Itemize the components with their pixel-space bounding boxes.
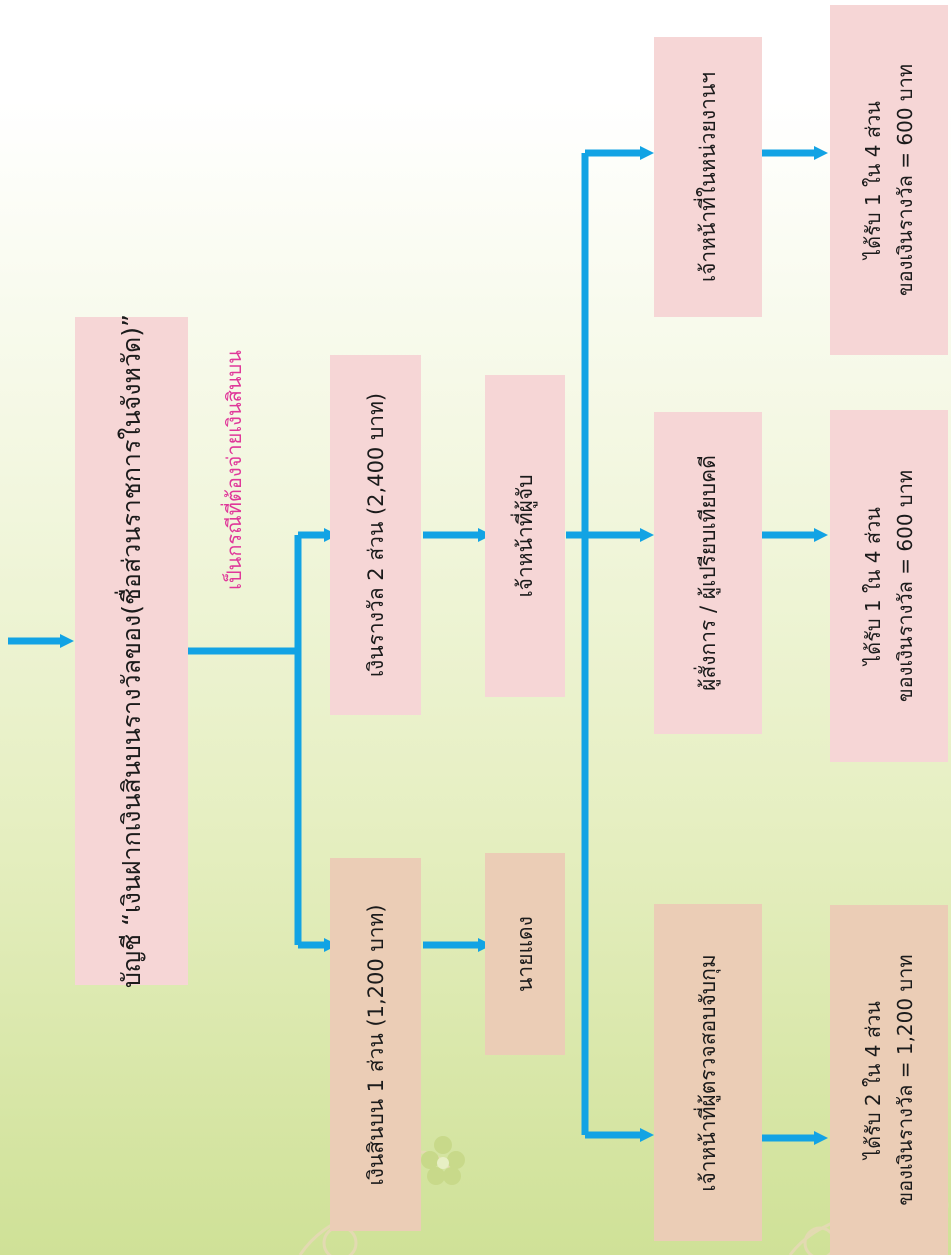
- condition-note: เป็นกรณีที่ต้องจ่ายเงินสินบน: [222, 350, 246, 590]
- commander-box-label: ผู้สั่งการ / ผู้เปรียบเทียบคดี: [695, 455, 720, 691]
- reward-box-label: เงินรางวัล 2 ส่วน (2,400 บาท): [363, 392, 388, 678]
- unit-staff-share-line2: ของเงินรางวัล = 600 บาท: [893, 63, 917, 297]
- account-box-label: บัญชี “เงินฝากเงินสินบนรางวัลของ(ชื่อส่ว…: [116, 314, 146, 988]
- arrestor-box-label: เจ้าหน้าที่ผู้จับ: [512, 474, 537, 598]
- inspector-share-line1: ได้รับ 2 ใน 4 ส่วน: [861, 1001, 885, 1159]
- informant-box-label: นายแดง: [512, 916, 537, 992]
- inspector-box: เจ้าหน้าที่ผู้ตรวจสอบจับกุม: [654, 904, 762, 1241]
- commander-share-line2: ของเงินรางวัล = 600 บาท: [893, 469, 917, 703]
- inspector-share-label: ได้รับ 2 ใน 4 ส่วน ของเงินรางวัล = 1,200…: [857, 954, 921, 1205]
- unit-staff-share-label: ได้รับ 1 ใน 4 ส่วน ของเงินรางวัล = 600 บ…: [857, 64, 921, 296]
- commander-box: ผู้สั่งการ / ผู้เปรียบเทียบคดี: [654, 412, 762, 734]
- bribe-box: เงินสินบน 1 ส่วน (1,200 บาท): [330, 858, 421, 1231]
- commander-share-box: ได้รับ 1 ใน 4 ส่วน ของเงินรางวัล = 600 บ…: [830, 410, 948, 762]
- inspector-share-line2: ของเงินรางวัล = 1,200 บาท: [893, 954, 917, 1206]
- inspector-share-box: ได้รับ 2 ใน 4 ส่วน ของเงินรางวัล = 1,200…: [830, 905, 948, 1255]
- account-box: บัญชี “เงินฝากเงินสินบนรางวัลของ(ชื่อส่ว…: [75, 314, 188, 988]
- unit-staff-box: เจ้าหน้าที่ในหน่วยงานฯ: [654, 37, 762, 317]
- informant-box: นายแดง: [485, 853, 565, 1055]
- commander-share-label: ได้รับ 1 ใน 4 ส่วน ของเงินรางวัล = 600 บ…: [857, 470, 921, 702]
- bribe-box-label: เงินสินบน 1 ส่วน (1,200 บาท): [363, 903, 388, 1186]
- arrestor-box: เจ้าหน้าที่ผู้จับ: [485, 375, 565, 697]
- inspector-box-label: เจ้าหน้าที่ผู้ตรวจสอบจับกุม: [695, 953, 720, 1192]
- unit-staff-share-box: ได้รับ 1 ใน 4 ส่วน ของเงินรางวัล = 600 บ…: [830, 5, 948, 355]
- commander-share-line1: ได้รับ 1 ใน 4 ส่วน: [861, 507, 885, 665]
- flower-icon: [421, 1136, 465, 1185]
- reward-box: เงินรางวัล 2 ส่วน (2,400 บาท): [330, 355, 421, 715]
- unit-staff-share-line1: ได้รับ 1 ใน 4 ส่วน: [861, 101, 885, 259]
- unit-staff-box-label: เจ้าหน้าที่ในหน่วยงานฯ: [695, 71, 720, 283]
